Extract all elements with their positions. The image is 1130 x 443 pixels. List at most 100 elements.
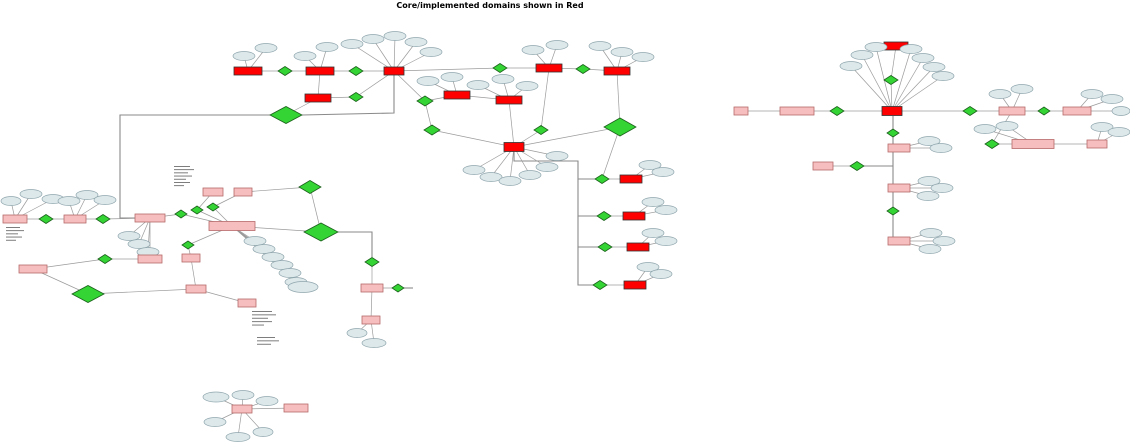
note-text-line [6,227,20,228]
attribute-node [0,196,22,206]
attribute-node [340,39,364,49]
attribute-node [651,167,675,177]
core-entity-node [535,63,563,73]
attribute-node [203,417,227,427]
note-text-line [6,230,24,232]
connector-line [577,179,597,217]
attribute-node [1100,94,1124,104]
attribute-node [1010,84,1034,94]
attribute-node [278,268,302,278]
attribute-node [631,52,655,62]
note-text-line [252,311,272,312]
edge-line [372,38,395,72]
relationship-node [597,242,613,252]
attribute-node [127,239,151,249]
attribute-node [346,328,368,338]
attribute-node [917,136,941,146]
relationship-node [416,95,434,107]
entity-node [1011,139,1055,149]
entity-node [733,106,749,116]
attribute-node [930,183,954,193]
edge-line [616,70,621,128]
edge-line [508,99,515,148]
core-entity-node [603,66,631,76]
note-text-line [6,233,18,235]
note-text-line [257,337,275,338]
relationship-node [594,174,610,184]
attribute-node [1111,106,1130,116]
relationship-node [206,202,220,212]
attribute-node [270,260,294,270]
attribute-node [252,244,276,254]
entity-node [887,236,911,246]
attribute-node [1107,127,1130,137]
edge-line [242,186,311,193]
note-text-line [174,178,186,180]
note-text-line [174,182,190,183]
entity-node [181,253,201,263]
attribute-node [202,391,230,403]
entity-node [202,187,224,197]
relationship-node [603,117,637,137]
attribute-node [361,338,387,348]
attribute-node [973,124,997,134]
attribute-node [929,143,953,153]
connector-line [301,75,395,116]
relationship-node [575,64,591,74]
edge-line [891,48,912,112]
note-text-line [252,314,276,316]
relationship-node [849,161,865,171]
relationship-node [97,254,113,264]
relationship-node [348,92,364,102]
edge-line [891,57,924,112]
attribute-node [1080,89,1104,99]
edge-line [509,146,515,182]
relationship-node [95,214,111,224]
entity-node [361,315,381,325]
relationship-node [181,240,195,250]
core-entity-node [626,242,650,252]
entity-node [887,143,911,153]
edge-line [890,45,897,81]
entity-node [233,187,253,197]
core-entity-node [881,106,903,116]
relationship-node [277,66,293,76]
relationship-node [38,214,54,224]
attribute-node [518,170,542,180]
note-text-line [252,321,272,323]
attribute-node [654,205,678,215]
attribute-node [498,176,522,186]
relationship-node [962,106,978,116]
entity-node [887,183,911,193]
edge-line [393,70,426,102]
attribute-node [988,89,1012,99]
attribute-node [932,236,956,246]
note-text-line [174,169,194,171]
note-text-line [6,239,16,241]
edge-line [540,67,550,131]
core-entity-node [495,95,523,105]
attribute-node [850,50,874,60]
attribute-node [899,44,923,54]
diagram-title: Core/implemented domains shown in Red [396,1,584,10]
edge-line [513,126,621,148]
relationship-node [492,63,508,73]
attribute-node [545,40,569,50]
relationship-node [533,125,549,135]
attribute-node [416,76,440,86]
edge-line [891,75,944,112]
connector-line [577,247,593,286]
edge-line [431,129,515,148]
relationship-node [1037,106,1051,116]
attribute-node [636,262,660,272]
relationship-node [829,106,845,116]
attribute-node [254,43,278,53]
entity-node [1086,139,1108,149]
edge-line [490,146,515,178]
core-entity-node [619,174,643,184]
edge-line [424,100,433,131]
connector-line [119,114,270,219]
attribute-node [515,81,539,91]
entity-node [208,221,256,231]
